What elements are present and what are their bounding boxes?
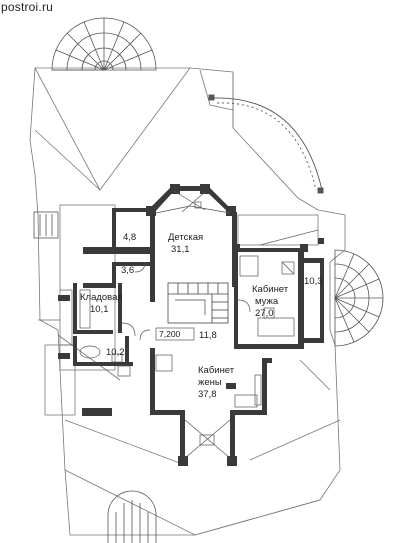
area-balcony: 10,3 [304, 276, 323, 287]
left-balcony [33, 211, 59, 239]
room-kladovaya-name: Кладовая [80, 292, 123, 303]
furniture [79, 190, 295, 459]
room-detskaya-name: Детская [168, 232, 203, 243]
watermark: postroi.ru [1, 0, 54, 14]
area-wc-top: 4,8 [123, 232, 136, 243]
stairs [167, 282, 229, 324]
room-kladovaya-area: 10,1 [90, 304, 109, 315]
area-hall-box: 7,200 [159, 329, 181, 339]
walls [58, 184, 324, 466]
roof-outline [29, 67, 346, 536]
room-zheny-name2: жены [198, 377, 222, 388]
curved-rail [208, 94, 324, 194]
room-muzha-name1: Кабинет [252, 284, 289, 295]
bottom-arch [107, 490, 157, 543]
area-bath: 10,2 [106, 347, 125, 358]
top-gazebo [51, 17, 157, 71]
room-zheny-area: 37,8 [198, 389, 217, 400]
room-zheny-name1: Кабинет [198, 365, 235, 376]
area-hall: 11,8 [199, 330, 217, 341]
room-detskaya-area: 31,1 [171, 244, 190, 255]
right-gazebo [334, 249, 384, 347]
room-muzha-name2: мужа [255, 296, 279, 307]
room-muzha-area: 27,0 [255, 308, 274, 319]
area-wc-small: 3,6 [121, 265, 134, 276]
